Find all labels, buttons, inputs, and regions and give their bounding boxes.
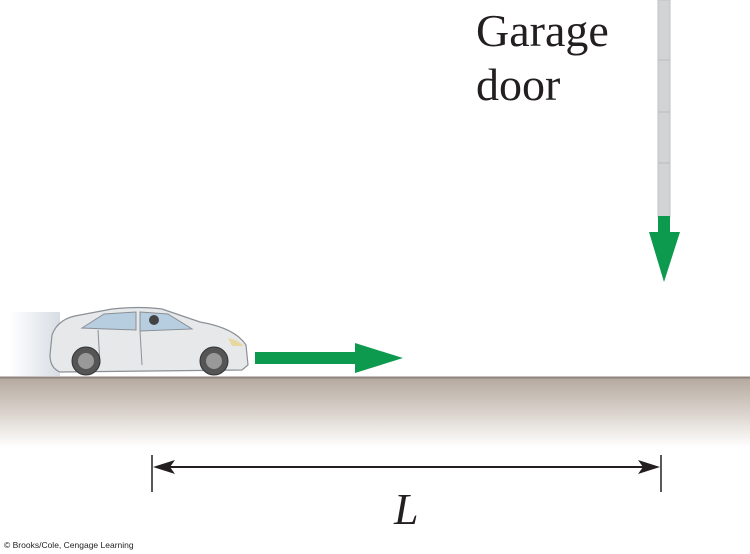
car-velocity-arrow bbox=[255, 343, 403, 373]
length-dimension bbox=[151, 455, 662, 492]
car bbox=[10, 306, 249, 376]
garage-label-line1: Garage bbox=[476, 5, 609, 56]
length-label: L bbox=[394, 485, 419, 534]
garage-door-label: Garage door bbox=[476, 4, 609, 112]
garage-label-line2: door bbox=[476, 59, 561, 110]
door-velocity-arrow bbox=[649, 216, 680, 282]
copyright-credit: © Brooks/Cole, Cengage Learning bbox=[4, 540, 134, 550]
ground bbox=[0, 376, 750, 447]
garage-door bbox=[657, 0, 671, 218]
